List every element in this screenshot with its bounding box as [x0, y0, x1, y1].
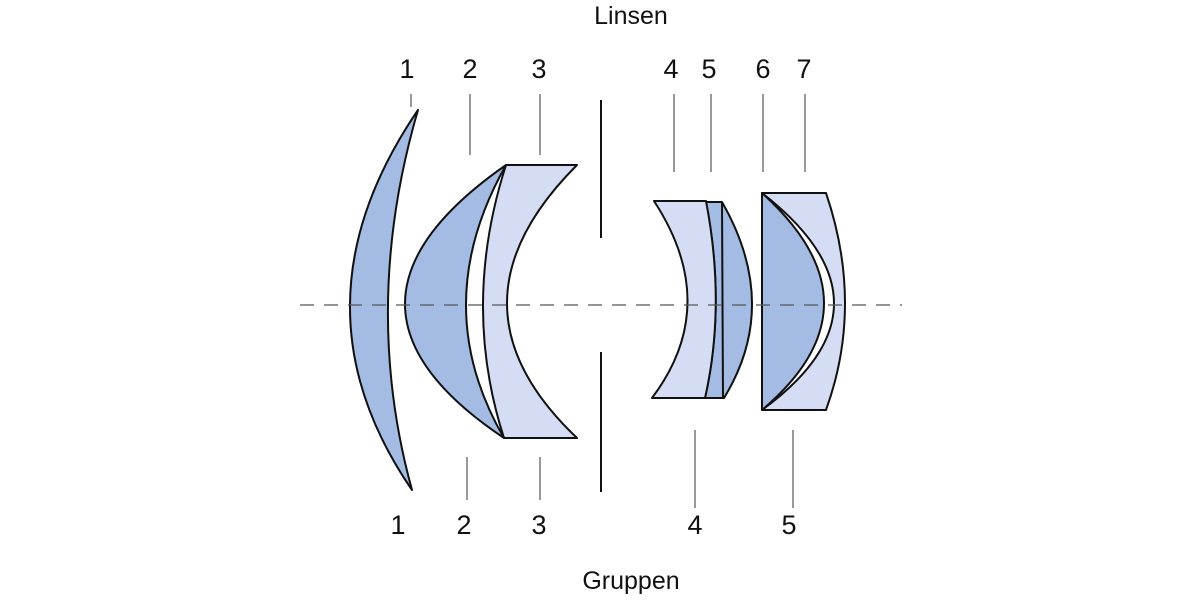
lens-label-3: 3 [531, 54, 546, 84]
lens-label-2: 2 [462, 54, 477, 84]
lens-label-4: 4 [663, 54, 678, 84]
lens-label-7: 7 [796, 54, 811, 84]
lens-2 [404, 164, 507, 439]
lens-label-6: 6 [755, 54, 770, 84]
lenses-title: Linsen [594, 2, 668, 30]
lens-6 [761, 192, 825, 411]
group-label-3: 3 [531, 510, 546, 540]
groups-title: Gruppen [582, 567, 679, 595]
group-label-1: 1 [390, 510, 405, 540]
lens-3 [482, 164, 578, 439]
group-label-4: 4 [687, 510, 702, 540]
lens-label-1: 1 [399, 54, 414, 84]
group-label-2: 2 [456, 510, 471, 540]
lens-label-5: 5 [701, 54, 716, 84]
lens-4 [651, 200, 717, 399]
group-label-5: 5 [781, 510, 796, 540]
lens-5-edge [721, 201, 724, 399]
lens-1 [349, 109, 419, 491]
leader-lines [410, 94, 806, 508]
